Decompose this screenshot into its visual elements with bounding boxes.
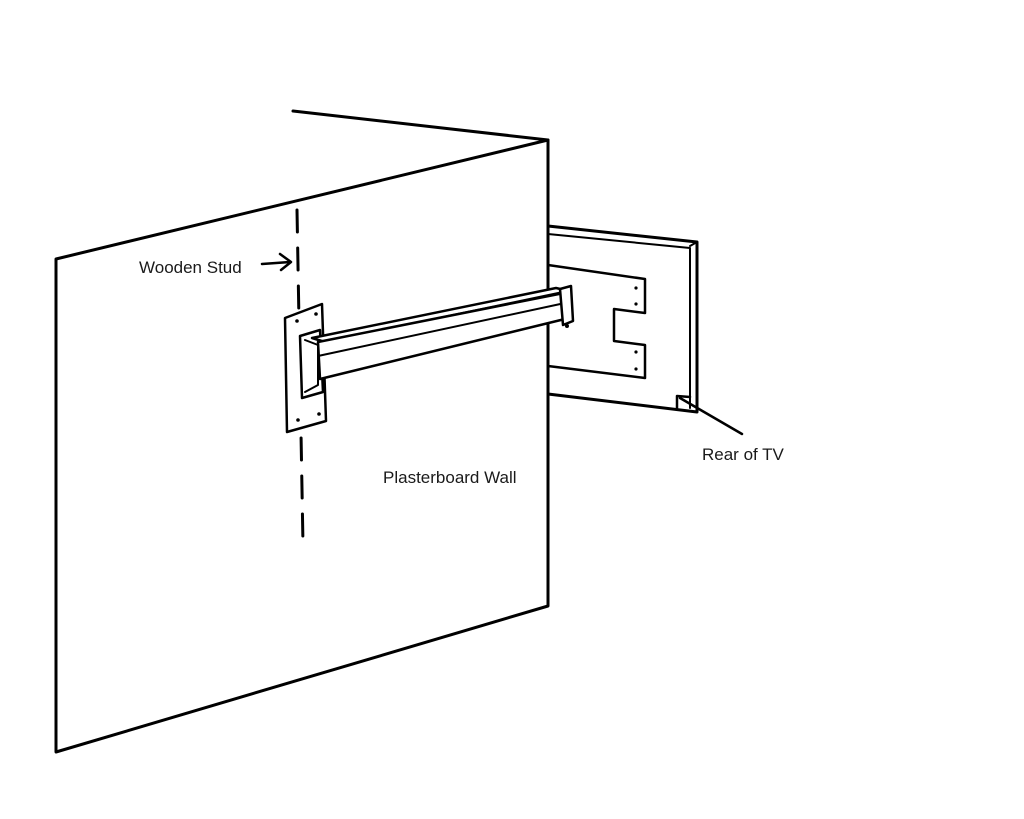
tv-mount-screw <box>634 367 638 371</box>
tv-mount-screw <box>634 350 638 354</box>
tv-rear-side-edge <box>689 241 698 247</box>
tv-rear-inner-edge <box>547 233 691 409</box>
mount-arm-edge <box>317 302 566 357</box>
wall-plate-screw <box>295 319 299 323</box>
plasterboard-wall-label: Plasterboard Wall <box>383 468 517 487</box>
tv-mount-screw <box>634 302 638 306</box>
mount-arm-side <box>316 290 571 381</box>
arrow-icon <box>675 394 744 436</box>
arrow-icon <box>260 252 293 272</box>
rear-of-tv-label: Rear of TV <box>702 445 785 464</box>
wall-top-edge <box>291 109 550 142</box>
tv-mount-plate <box>546 263 647 380</box>
wooden-stud-callout: Wooden Stud <box>139 252 293 277</box>
wall-plate-screw <box>317 412 321 416</box>
plasterboard-wall <box>54 109 550 754</box>
rear-of-tv-callout: Rear of TV <box>675 394 785 464</box>
wooden-stud-label: Wooden Stud <box>139 258 242 277</box>
mount-arm-end <box>558 284 575 327</box>
tv-mount-screw <box>634 286 638 290</box>
wall-panel-outline <box>54 138 550 754</box>
tv-rear-outline <box>546 224 699 414</box>
wall-plate-screw <box>314 312 318 316</box>
wall-plate-screw <box>296 418 300 422</box>
arm-end-screw <box>565 324 569 328</box>
wall-mount-bracket <box>283 284 575 434</box>
tv-rear <box>546 224 699 414</box>
